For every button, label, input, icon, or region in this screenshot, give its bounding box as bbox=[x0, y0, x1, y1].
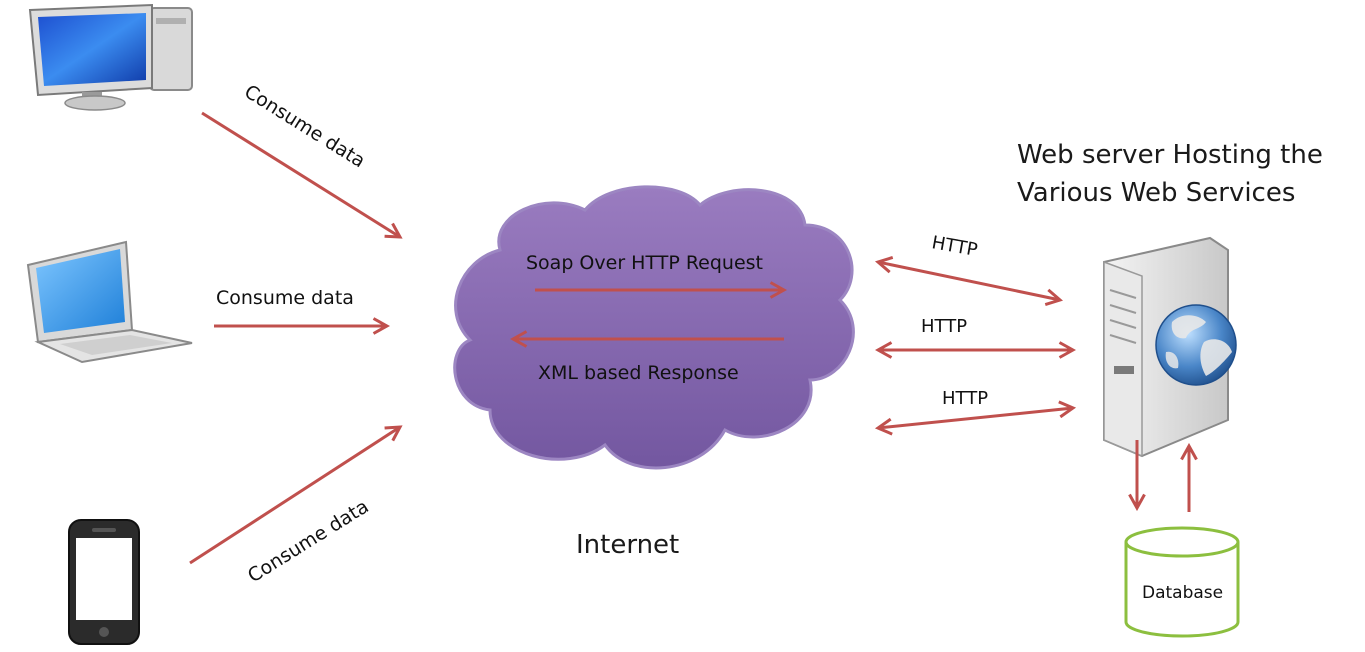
internet-cloud bbox=[453, 185, 855, 470]
desktop-computer-icon bbox=[28, 3, 193, 111]
http-label-2: HTTP bbox=[921, 316, 967, 337]
database-label: Database bbox=[1142, 583, 1223, 603]
http-label-3: HTTP bbox=[942, 388, 988, 409]
soap-request-label: Soap Over HTTP Request bbox=[526, 252, 763, 274]
desktop-arrow bbox=[201, 111, 400, 237]
http-label-1: HTTP bbox=[930, 232, 979, 261]
http-arrow-1 bbox=[878, 262, 1060, 300]
http-arrow-3 bbox=[878, 408, 1073, 428]
desktop-consume-label: Consume data bbox=[240, 81, 369, 173]
laptop-icon bbox=[26, 240, 193, 364]
laptop-consume-label: Consume data bbox=[216, 287, 354, 309]
phone-arrow bbox=[189, 427, 400, 565]
mobile-phone-icon bbox=[68, 519, 140, 645]
database-icon bbox=[1124, 526, 1240, 638]
server-title-line1: Web server Hosting the bbox=[1017, 140, 1323, 170]
globe-icon bbox=[1155, 304, 1237, 386]
phone-consume-label: Consume data bbox=[244, 495, 373, 587]
server-title-line2: Various Web Services bbox=[1017, 178, 1295, 208]
xml-response-label: XML based Response bbox=[538, 362, 739, 384]
internet-caption: Internet bbox=[576, 530, 679, 560]
